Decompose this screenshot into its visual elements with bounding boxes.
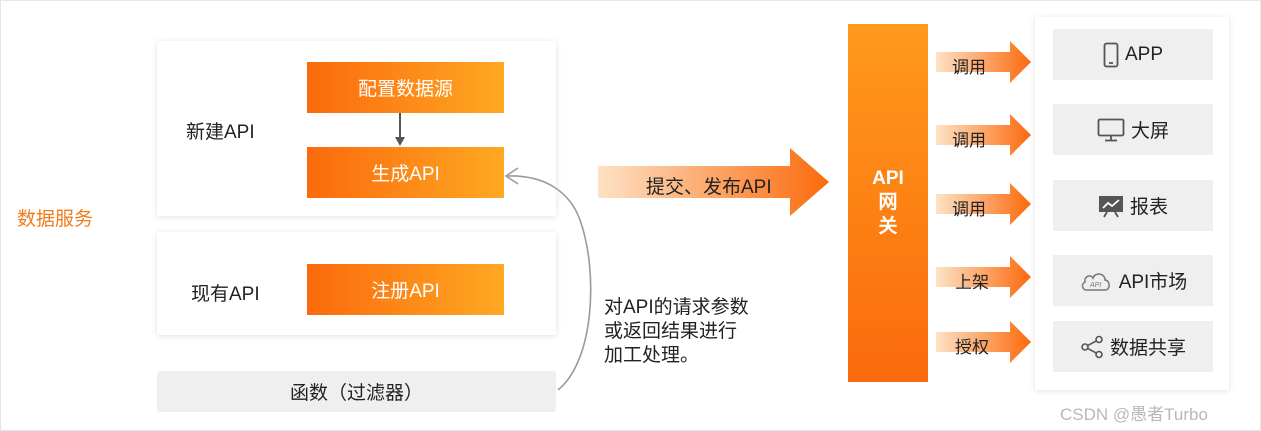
consumer-report-label: 报表: [1129, 197, 1168, 218]
new-api-label: 新建API: [186, 122, 255, 143]
consumer-screen: 大屏: [1053, 104, 1213, 155]
consumer-share-label: 数据共享: [1109, 338, 1186, 359]
note-line-3: 加工处理。: [604, 345, 700, 366]
arrow-label-share: 授权: [955, 338, 989, 357]
consumer-market-label: API市场: [1118, 272, 1188, 293]
arrow-label-app: 调用: [952, 58, 986, 77]
call-arrow-screen: [936, 114, 1031, 156]
filter-function-box: 函数（过滤器）: [157, 371, 556, 412]
generate-api-box: 生成API: [307, 147, 504, 198]
monitor-icon: [1097, 118, 1125, 141]
configure-datasource-box: 配置数据源: [307, 62, 504, 113]
curved-arrow: [504, 167, 592, 391]
arrow-label-market: 上架: [955, 273, 989, 292]
call-arrow-app: [936, 41, 1031, 83]
register-api-box: 注册API: [307, 264, 504, 315]
cloud-api-icon: API: [1081, 272, 1110, 291]
auth-arrow-share: [936, 321, 1031, 363]
consumer-app-label: APP: [1124, 43, 1164, 65]
call-arrow-report: [936, 183, 1031, 225]
consumer-market: API API市场: [1053, 255, 1213, 306]
share-icon: [1081, 335, 1103, 358]
svg-text:API: API: [1089, 282, 1101, 289]
report-icon: [1098, 195, 1123, 217]
phone-icon: [1103, 42, 1119, 67]
note-line-2: 或返回结果进行: [604, 321, 738, 342]
arrow-label-report: 调用: [952, 200, 986, 219]
watermark: CSDN @愚者Turbo: [1060, 405, 1208, 424]
submit-label: 提交、发布API: [646, 177, 772, 198]
submit-arrow: [598, 148, 829, 216]
consumer-screen-label: 大屏: [1130, 121, 1169, 142]
note-line-1: 对API的请求参数: [604, 297, 749, 318]
consumer-share: 数据共享: [1053, 321, 1213, 372]
arrow-label-screen: 调用: [952, 131, 986, 150]
data-service-label: 数据服务: [17, 209, 94, 230]
consumer-app: APP: [1053, 29, 1213, 80]
consumer-report: 报表: [1053, 180, 1213, 231]
gateway-line-1: API: [872, 168, 904, 189]
list-arrow-market: [936, 256, 1031, 298]
existing-api-label: 现有API: [191, 284, 260, 305]
down-arrow: [395, 113, 405, 146]
gateway-line-2: 网: [878, 192, 898, 213]
processing-note: 对API的请求参数 或返回结果进行 加工处理。: [604, 296, 749, 368]
api-gateway: API 网 关: [848, 24, 928, 382]
gateway-line-3: 关: [878, 216, 898, 237]
